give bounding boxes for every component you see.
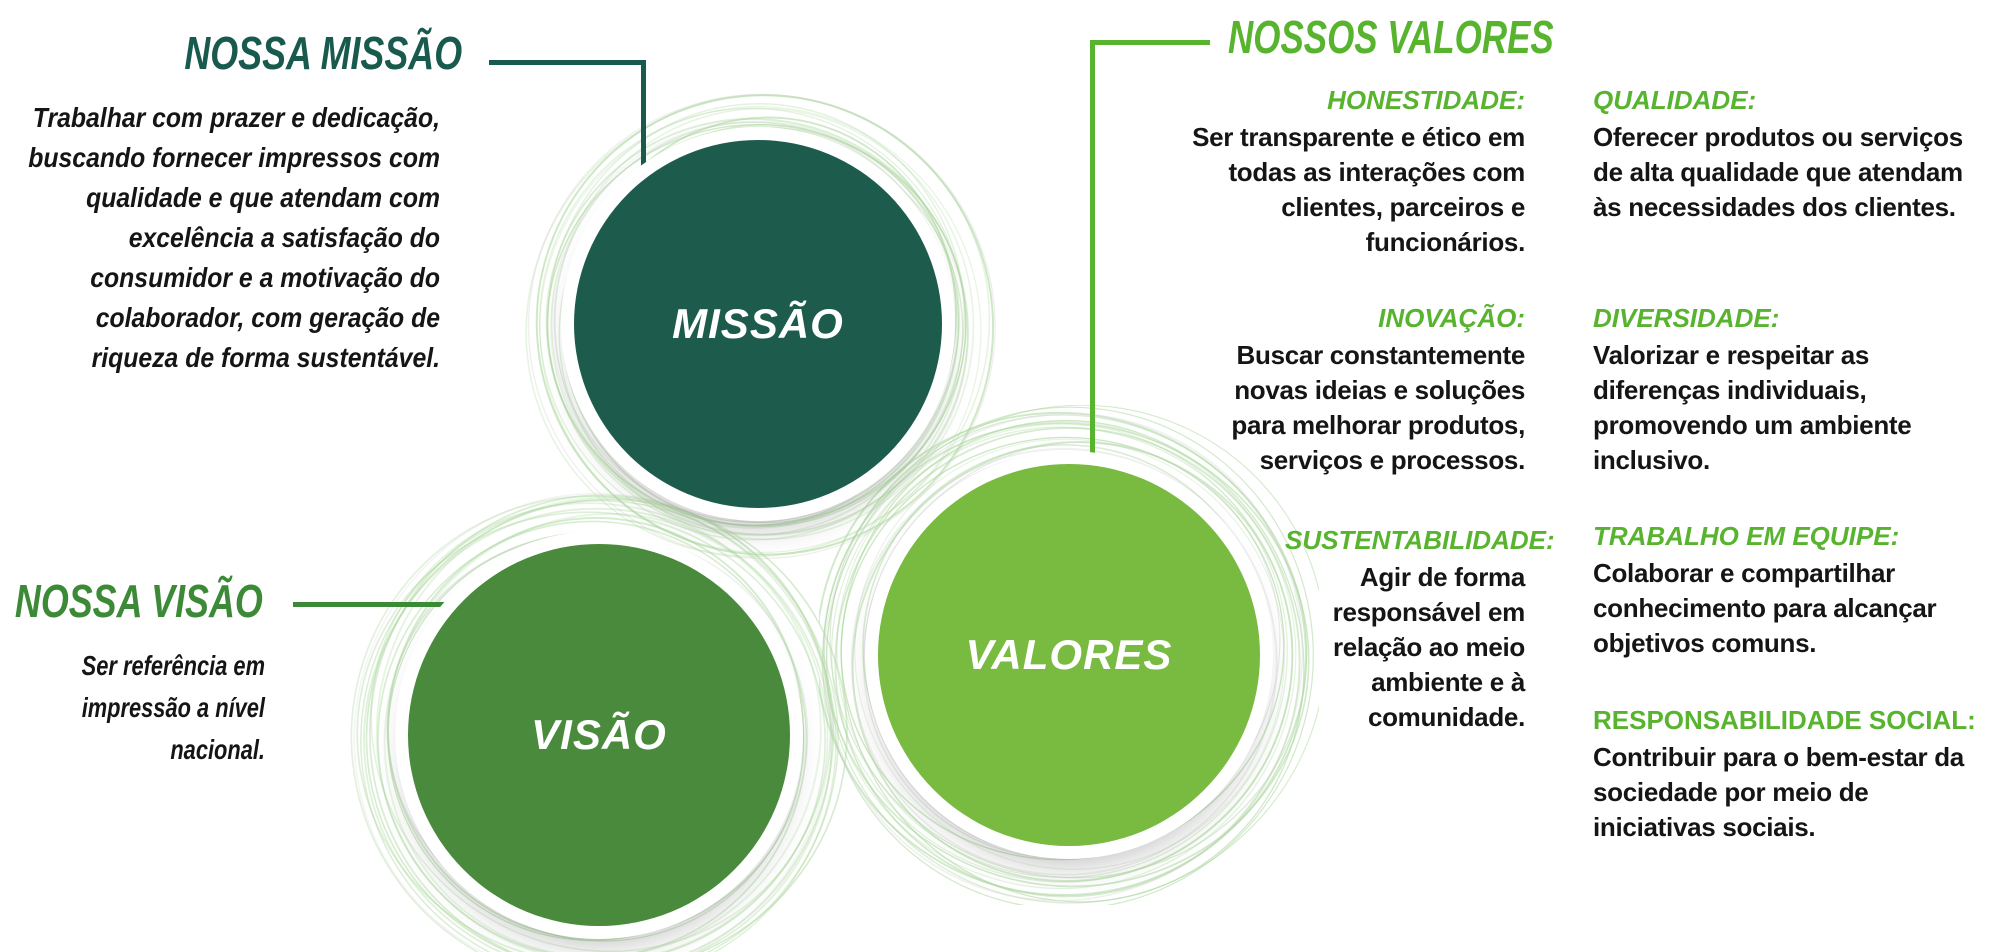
value-text-inovacao: Buscar constantemente novas ideias e sol… (1231, 340, 1525, 475)
value-heading-trabalho-em-equipe: TRABALHO EM EQUIPE: (1593, 521, 1900, 551)
value-text-diversidade: Valorizar e respeitar as diferenças indi… (1593, 340, 1912, 475)
value-text-sustentabilidade: Agir de forma responsável em relação ao … (1332, 562, 1526, 732)
value-section-diversidade: DIVERSIDADE: Valorizar e respeitar as di… (1593, 302, 1973, 478)
value-section-qualidade: QUALIDADE: Oferecer produtos ou serviços… (1593, 84, 1973, 225)
mission-connector-vertical (641, 60, 646, 180)
mission-circle-label: MISSÃO (672, 300, 844, 347)
vision-paragraph: Ser referência em impressão a nível naci… (81, 650, 265, 765)
mission-paragraph: Trabalhar com prazer e dedicação, buscan… (28, 102, 441, 373)
value-heading-honestidade: HONESTIDADE: (1327, 85, 1525, 115)
value-section-inovacao: INOVAÇÃO: Buscar constantemente novas id… (1185, 302, 1525, 478)
value-text-honestidade: Ser transparente e ético em todas as int… (1192, 122, 1525, 257)
vision-circle: VISÃO (408, 544, 790, 926)
value-heading-diversidade: DIVERSIDADE: (1593, 303, 1780, 333)
value-text-qualidade: Oferecer produtos ou serviços de alta qu… (1593, 122, 1963, 222)
value-section-trabalho-em-equipe: TRABALHO EM EQUIPE: Colaborar e comparti… (1593, 520, 1963, 661)
value-section-responsabilidade-social: RESPONSABILIDADE SOCIAL: Contribuir para… (1593, 704, 1976, 845)
value-text-trabalho-em-equipe: Colaborar e compartilhar conhecimento pa… (1593, 558, 1937, 658)
values-circle-label: VALORES (965, 631, 1173, 678)
values-connector-horizontal (1090, 40, 1210, 45)
mission-title: NOSSA MISSÃO (184, 27, 462, 79)
values-title: NOSSOS VALORES (1228, 11, 1554, 63)
vision-connector-horizontal (293, 602, 458, 607)
value-heading-inovacao: INOVAÇÃO: (1378, 303, 1525, 333)
value-section-sustentabilidade: SUSTENTABILIDADE: Agir de forma responsá… (1285, 524, 1555, 735)
scribble-ring-mission (525, 93, 996, 560)
vision-circle-label: VISÃO (531, 711, 667, 758)
mission-circle: MISSÃO (574, 140, 942, 508)
value-section-honestidade: HONESTIDADE: Ser transparente e ético em… (1135, 84, 1525, 260)
scribble-ring-values (819, 405, 1319, 905)
values-connector-vertical (1090, 40, 1095, 460)
scribble-ring-vision (350, 492, 848, 952)
value-heading-qualidade: QUALIDADE: (1593, 85, 1757, 115)
value-text-responsabilidade-social: Contribuir para o bem-estar da sociedade… (1593, 742, 1964, 842)
value-heading-responsabilidade-social: RESPONSABILIDADE SOCIAL: (1593, 705, 1976, 735)
value-heading-sustentabilidade: SUSTENTABILIDADE: (1285, 525, 1555, 555)
vision-title: NOSSA VISÃO (15, 575, 263, 627)
mission-connector-horizontal (489, 60, 646, 65)
values-circle: VALORES (878, 464, 1260, 846)
